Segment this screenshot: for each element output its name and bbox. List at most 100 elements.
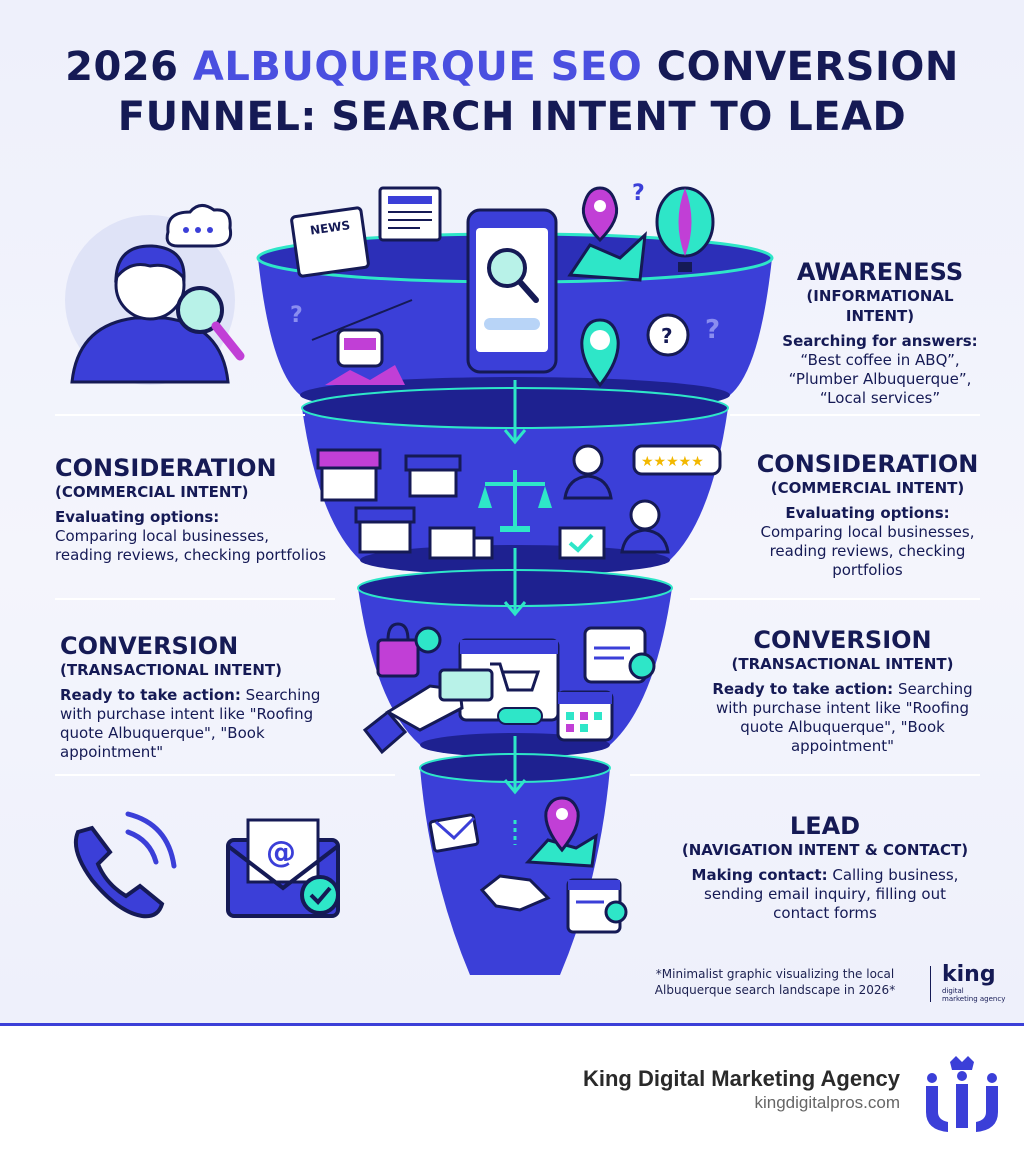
mini-king-logo: king digital marketing agency: [942, 962, 1006, 1004]
agency-credit: King Digital Marketing Agency kingdigita…: [583, 1066, 900, 1114]
divider: [55, 598, 335, 600]
conversion-right-body: Ready to take action: Searching with pur…: [705, 680, 980, 756]
consideration-left-lead: Evaluating options:: [55, 508, 220, 526]
shopping-bag-icon: [376, 622, 442, 678]
envelope-send-icon: [428, 813, 480, 853]
invoice-icon: [583, 626, 656, 684]
awareness-heading: AWARENESS: [796, 258, 964, 286]
conversion-right-lead: Ready to take action:: [712, 680, 894, 698]
consideration-left-intent: (COMMERCIAL INTENT): [55, 483, 249, 501]
lead-intent: (NAVIGATION INTENT & CONTACT): [681, 841, 969, 859]
lead-line: Calling business,: [827, 866, 959, 884]
lead-block: LEAD (NAVIGATION INTENT & CONTACT) Makin…: [660, 812, 990, 923]
awareness-line: “Best coffee in ABQ”,: [800, 351, 960, 369]
calendar-icon: [556, 690, 614, 742]
consideration-right-lead: Evaluating options:: [785, 504, 950, 522]
handshake-icon: [479, 874, 551, 912]
conversion-left-line: with purchase intent like "Roofing: [60, 705, 314, 723]
location-pin-icon: [580, 318, 620, 388]
contact-form-icon: [566, 878, 628, 934]
storefront-icon: [316, 448, 462, 554]
conversion-right-heading: CONVERSION: [753, 626, 932, 654]
divider: [55, 414, 305, 416]
divider: [55, 774, 395, 776]
map-location-icon: [524, 796, 598, 868]
conversion-left-heading: CONVERSION: [60, 632, 239, 660]
cable-car-icon: [311, 299, 413, 385]
smartphone-search-icon: [466, 208, 558, 374]
news-badge-label: NEWS: [309, 218, 351, 237]
mini-logo-word: king: [942, 962, 996, 987]
scales-icon: [478, 470, 552, 532]
funnel-arrows: [503, 380, 527, 845]
email-envelope-icon: @: [226, 818, 340, 918]
awareness-body: Searching for answers: “Best coffee in A…: [770, 332, 990, 408]
conversion-left-block: CONVERSION (TRANSACTIONAL INTENT) Ready …: [60, 632, 360, 762]
title-rest: CONVERSION: [656, 44, 959, 90]
conversion-right-line: Searching: [893, 680, 973, 698]
agency-name: King Digital Marketing Agency: [582, 1066, 900, 1091]
map-pin-icon: [567, 186, 647, 282]
title-year: 2026: [65, 44, 179, 90]
question-bubble-icon: ? ? ? ?: [290, 181, 720, 357]
phone-call-icon: [73, 811, 177, 919]
consideration-left-body: Evaluating options: Comparing local busi…: [55, 508, 355, 565]
title-line-2: FUNNEL: SEARCH INTENT TO LEAD: [117, 94, 907, 140]
divider: [690, 598, 980, 600]
svg-text:?: ?: [705, 315, 720, 345]
hand-credit-card-icon: [362, 668, 494, 755]
svg-text:?: ?: [661, 324, 673, 348]
consideration-right-heading: CONSIDERATION: [756, 450, 979, 478]
searching-person-icon: [65, 204, 245, 385]
awareness-line: “Local services”: [819, 389, 941, 407]
conversion-right-line: appointment": [790, 737, 895, 755]
divider: [730, 414, 980, 416]
funnel-graphic: NEWS ?: [65, 181, 774, 975]
conversion-left-intent: (TRANSACTIONAL INTENT): [60, 661, 282, 679]
delivery-truck-icon: [428, 526, 606, 560]
conversion-right-intent: (TRANSACTIONAL INTENT): [731, 655, 954, 673]
mini-logo-sub: digital: [942, 987, 964, 995]
awareness-line: “Plumber Albuquerque”,: [788, 370, 972, 388]
footnote: *Minimalist graphic visualizing the loca…: [630, 966, 920, 998]
consideration-left-line: reading reviews, checking portfolios: [55, 546, 327, 564]
consideration-right-line: Comparing local businesses,: [760, 523, 975, 541]
title-accent: ALBUQUERQUE SEO: [192, 44, 643, 90]
svg-text:?: ?: [632, 181, 645, 206]
mini-logo-sub: marketing agency: [942, 995, 1006, 1003]
consideration-right-body: Evaluating options: Comparing local busi…: [745, 504, 990, 580]
awareness-block: AWARENESS (INFORMATIONAL INTENT) Searchi…: [770, 258, 990, 408]
star-rating-icon: [632, 444, 722, 476]
conversion-right-line: with purchase intent like "Roofing: [715, 699, 970, 717]
conversion-left-body: Ready to take action: Searching with pur…: [60, 686, 360, 762]
footnote-line: *Minimalist graphic visualizing the loca…: [655, 967, 895, 981]
consideration-right-intent: (COMMERCIAL INTENT): [770, 479, 965, 497]
consideration-right-line: portfolios: [832, 561, 903, 579]
footer-divider: [0, 1023, 1024, 1026]
svg-text:?: ?: [290, 303, 303, 328]
lead-body: Making contact: Calling business, sendin…: [660, 866, 990, 923]
consideration-right-block: CONSIDERATION (COMMERCIAL INTENT) Evalua…: [745, 450, 990, 580]
newspaper-icon: [290, 186, 442, 278]
divider: [630, 774, 980, 776]
agency-url[interactable]: kingdigitalpros.com: [754, 1093, 900, 1112]
lead-line: sending email inquiry, filling out: [704, 885, 946, 903]
consideration-left-block: CONSIDERATION (COMMERCIAL INTENT) Evalua…: [55, 454, 355, 565]
lead-heading: LEAD: [789, 812, 861, 840]
page-title: 2026 ALBUQUERQUE SEO CONVERSION FUNNEL: …: [0, 42, 1024, 142]
conversion-left-line: quote Albuquerque", "Book appointment": [60, 724, 265, 761]
king-crown-logo-icon: [926, 1056, 998, 1132]
conversion-left-lead: Ready to take action:: [60, 686, 241, 704]
lead-line: contact forms: [773, 904, 877, 922]
star-rating-stars: ★★★★★: [641, 454, 704, 470]
hot-air-balloon-icon: [655, 186, 715, 272]
conversion-right-block: CONVERSION (TRANSACTIONAL INTENT) Ready …: [705, 626, 980, 756]
consideration-right-line: reading reviews, checking: [769, 542, 966, 560]
svg-text:@: @: [266, 835, 296, 870]
infographic-canvas: 2026 ALBUQUERQUE SEO CONVERSION FUNNEL: …: [0, 0, 1024, 1025]
consideration-left-line: Comparing local businesses,: [55, 527, 270, 545]
footnote-separator: [930, 966, 931, 1002]
footnote-line: Albuquerque search landscape in 2026*: [654, 983, 896, 997]
footer: [0, 1026, 1024, 1154]
conversion-left-line: Searching: [240, 686, 321, 704]
